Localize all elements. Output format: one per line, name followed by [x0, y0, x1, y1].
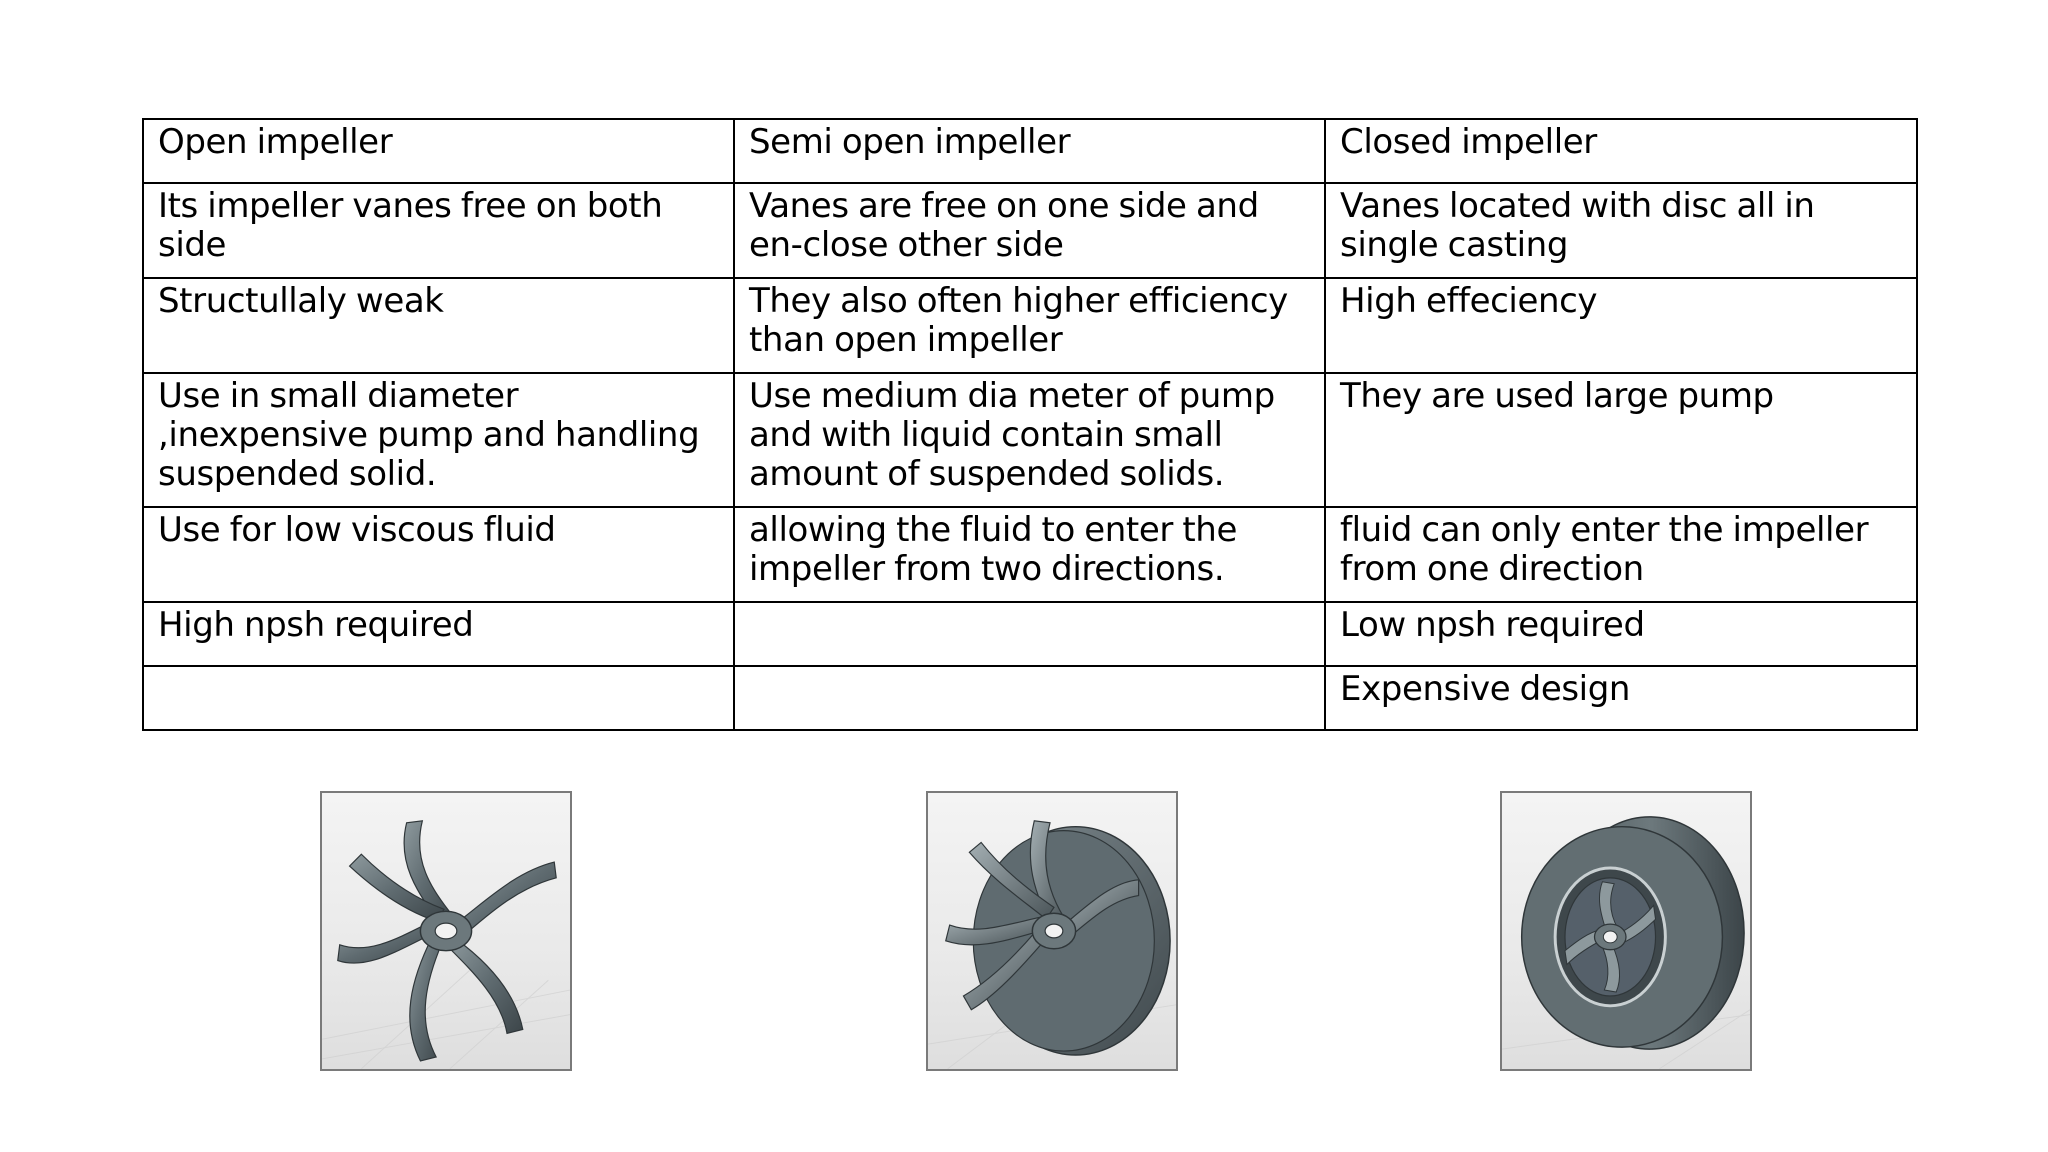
- table-row: Open impeller Semi open impeller Closed …: [142, 118, 1918, 184]
- table-row: Expensive design: [142, 665, 1918, 731]
- closed-impeller-render-icon: [1502, 816, 1750, 1069]
- closed-impeller-image: [1500, 791, 1752, 1071]
- semi-open-impeller-image: [926, 791, 1178, 1071]
- table-cell: They are used large pump: [1324, 372, 1918, 508]
- table-cell: [733, 601, 1326, 667]
- table-cell: Vanes are free on one side and en-close …: [733, 182, 1326, 279]
- impeller-comparison-table: Open impeller Semi open impeller Closed …: [142, 118, 1918, 731]
- table-cell: Vanes located with disc all in single ca…: [1324, 182, 1918, 279]
- table-cell: allowing the fluid to enter the impeller…: [733, 506, 1326, 603]
- table-cell: Expensive design: [1324, 665, 1918, 731]
- table-cell: They also often higher efficiency than o…: [733, 277, 1326, 374]
- table-row: Its impeller vanes free on both side Van…: [142, 182, 1918, 279]
- table-cell: High effeciency: [1324, 277, 1918, 374]
- table-row: Use for low viscous fluid allowing the f…: [142, 506, 1918, 603]
- table-cell: Semi open impeller: [733, 118, 1326, 184]
- table-cell: fluid can only enter the impeller from o…: [1324, 506, 1918, 603]
- table-cell: [733, 665, 1326, 731]
- table-row: High npsh required Low npsh required: [142, 601, 1918, 667]
- table-cell: [142, 665, 735, 731]
- open-impeller-image: [320, 791, 572, 1071]
- open-impeller-render-icon: [322, 820, 570, 1069]
- table-cell: Closed impeller: [1324, 118, 1918, 184]
- table-cell: Its impeller vanes free on both side: [142, 182, 735, 279]
- table-cell: Structullaly weak: [142, 277, 735, 374]
- semi-open-impeller-render-icon: [928, 820, 1176, 1069]
- table-cell: High npsh required: [142, 601, 735, 667]
- table-cell: Use for low viscous fluid: [142, 506, 735, 603]
- table-row: Structullaly weak They also often higher…: [142, 277, 1918, 374]
- table-cell: Use medium dia meter of pump and with li…: [733, 372, 1326, 508]
- table-row: Use in small diameter ,inexpensive pump …: [142, 372, 1918, 508]
- table-cell: Open impeller: [142, 118, 735, 184]
- table-cell: Low npsh required: [1324, 601, 1918, 667]
- table-cell: Use in small diameter ,inexpensive pump …: [142, 372, 735, 508]
